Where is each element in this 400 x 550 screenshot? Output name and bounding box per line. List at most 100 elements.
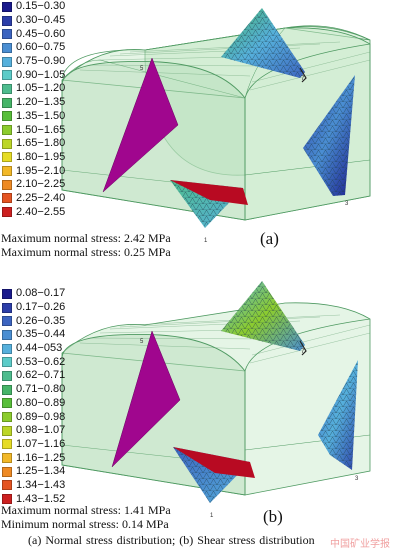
legend-label: 1.80−1.95 bbox=[16, 150, 66, 163]
min-stress-text-b: Minimum normal stress: 0.14 MPa bbox=[1, 517, 169, 531]
legend-label: 1.50−1.65 bbox=[16, 123, 66, 136]
legend-swatch bbox=[2, 316, 12, 327]
legend-swatch bbox=[2, 343, 12, 354]
legend-entry: 2.10−2.25 bbox=[2, 178, 65, 192]
block-top-b bbox=[221, 281, 307, 356]
legend-entry: 1.25−1.34 bbox=[2, 465, 65, 479]
legend-swatch bbox=[2, 288, 12, 299]
max-stress-text-a: Maximum normal stress: 2.42 MPa bbox=[1, 231, 171, 245]
legend-label: 0.35−0.44 bbox=[16, 328, 66, 341]
vertex-label-7: 7 bbox=[301, 349, 305, 355]
legend-label: 0.98−1.07 bbox=[16, 424, 66, 437]
watermark: 中国矿业学报 bbox=[330, 539, 390, 550]
max-stress-text-b: Maximum normal stress: 1.41 MPa bbox=[1, 503, 171, 517]
legend-label: 1.35−1.50 bbox=[16, 109, 66, 122]
legend-entry: 0.35−0.44 bbox=[2, 328, 65, 342]
legend-entry: 1.05−1.20 bbox=[2, 82, 65, 96]
legend-label: 1.43−1.52 bbox=[16, 492, 66, 505]
vertex-label-7: 7 bbox=[301, 76, 305, 82]
legend-entry: 1.95−2.10 bbox=[2, 164, 65, 178]
legend-label: 0.80−0.89 bbox=[16, 396, 66, 409]
legend-swatch bbox=[2, 70, 12, 81]
legend-swatch bbox=[2, 166, 12, 177]
legend-label: 1.07−1.16 bbox=[16, 437, 66, 450]
vertex-label-1: 1 bbox=[204, 238, 208, 244]
legend-swatch bbox=[2, 425, 12, 436]
legend-entry: 0.89−0.98 bbox=[2, 410, 65, 424]
legend-entry: 0.90−1.05 bbox=[2, 68, 65, 82]
legend-swatch bbox=[2, 56, 12, 67]
legend-label: 0.17−0.26 bbox=[16, 301, 66, 314]
legend-swatch bbox=[2, 1, 12, 12]
legend-label: 1.65−1.80 bbox=[16, 137, 66, 150]
vertex-label-3: 3 bbox=[355, 476, 359, 482]
legend-entry: 1.20−1.35 bbox=[2, 96, 65, 110]
legend-entry: 0.75−0.90 bbox=[2, 55, 65, 69]
legend-swatch bbox=[2, 207, 12, 218]
legend-entry: 1.07−1.16 bbox=[2, 438, 65, 452]
legend-label: 0.71−0.80 bbox=[16, 383, 66, 396]
block-left-a bbox=[102, 57, 179, 193]
min-stress-text-a: Maximum normal stress: 0.25 MPa bbox=[1, 245, 171, 259]
legend-entry: 0.15−0.30 bbox=[2, 0, 65, 14]
legend-entry: 0.60−0.75 bbox=[2, 41, 65, 55]
legend-entry: 1.35−1.50 bbox=[2, 110, 65, 124]
legend-swatch bbox=[2, 412, 12, 423]
legend-swatch bbox=[2, 152, 12, 163]
legend-swatch bbox=[2, 83, 12, 94]
block-right-b bbox=[318, 360, 358, 470]
legend-label: 0.08−0.17 bbox=[16, 287, 66, 300]
legend-label: 0.89−0.98 bbox=[16, 410, 66, 423]
legend-swatch bbox=[2, 466, 12, 477]
figure-caption: (a) Normal stress distribution; (b) Shea… bbox=[28, 533, 315, 547]
legend-label: 1.05−1.20 bbox=[16, 82, 66, 95]
legend-entry: 1.65−1.80 bbox=[2, 137, 65, 151]
legend-entry: 1.80−1.95 bbox=[2, 151, 65, 165]
block-right-a bbox=[303, 75, 355, 196]
legend-swatch bbox=[2, 329, 12, 340]
block-bottom-a bbox=[170, 180, 248, 228]
legend-label: 0.44−053 bbox=[16, 342, 63, 355]
legend-entry: 0.30−0.45 bbox=[2, 14, 65, 28]
legend-label: 0.45−0.60 bbox=[16, 27, 66, 40]
legend-swatch bbox=[2, 42, 12, 53]
legend-swatch bbox=[2, 439, 12, 450]
legend-entry: 0.44−053 bbox=[2, 342, 65, 356]
legend-swatch bbox=[2, 138, 12, 149]
legend-entry: 0.17−0.26 bbox=[2, 301, 65, 315]
legend-swatch bbox=[2, 357, 12, 368]
legend-entry: 0.53−0.62 bbox=[2, 355, 65, 369]
panel-label-b: (b) bbox=[263, 507, 283, 526]
legend-swatch bbox=[2, 111, 12, 122]
legend-swatch bbox=[2, 29, 12, 40]
legend-label: 2.40−2.55 bbox=[16, 205, 66, 218]
legend-swatch bbox=[2, 15, 12, 26]
legend-swatch bbox=[2, 302, 12, 313]
legend-label: 0.60−0.75 bbox=[16, 41, 66, 54]
legend-label: 1.95−2.10 bbox=[16, 164, 66, 177]
legend-label: 0.53−0.62 bbox=[16, 355, 66, 368]
legend-swatch bbox=[2, 370, 12, 381]
legend-entry: 0.45−0.60 bbox=[2, 27, 65, 41]
legend-entry: 0.26−0.35 bbox=[2, 314, 65, 328]
legend-entry: 1.43−1.52 bbox=[2, 492, 65, 506]
panel-label-a: (a) bbox=[260, 229, 279, 248]
legend-label: 0.90−1.05 bbox=[16, 68, 66, 81]
legend-entry: 0.80−0.89 bbox=[2, 397, 65, 411]
legend-entry: 2.40−2.55 bbox=[2, 205, 65, 219]
legend-entry: 0.62−0.71 bbox=[2, 369, 65, 383]
legend-entry: 1.16−1.25 bbox=[2, 451, 65, 465]
legend-label: 2.10−2.25 bbox=[16, 178, 66, 191]
legend-swatch bbox=[2, 384, 12, 395]
legend-label: 2.25−2.40 bbox=[16, 191, 66, 204]
block-top-a bbox=[221, 8, 307, 83]
legend-swatch bbox=[2, 179, 12, 190]
block-bottom-b bbox=[173, 447, 255, 503]
vertex-label-3: 3 bbox=[345, 201, 349, 207]
legend-entry: 2.25−2.40 bbox=[2, 192, 65, 206]
vertex-label-5: 5 bbox=[140, 339, 144, 345]
legend-label: 0.75−0.90 bbox=[16, 55, 66, 68]
legend-label: 0.26−0.35 bbox=[16, 314, 66, 327]
